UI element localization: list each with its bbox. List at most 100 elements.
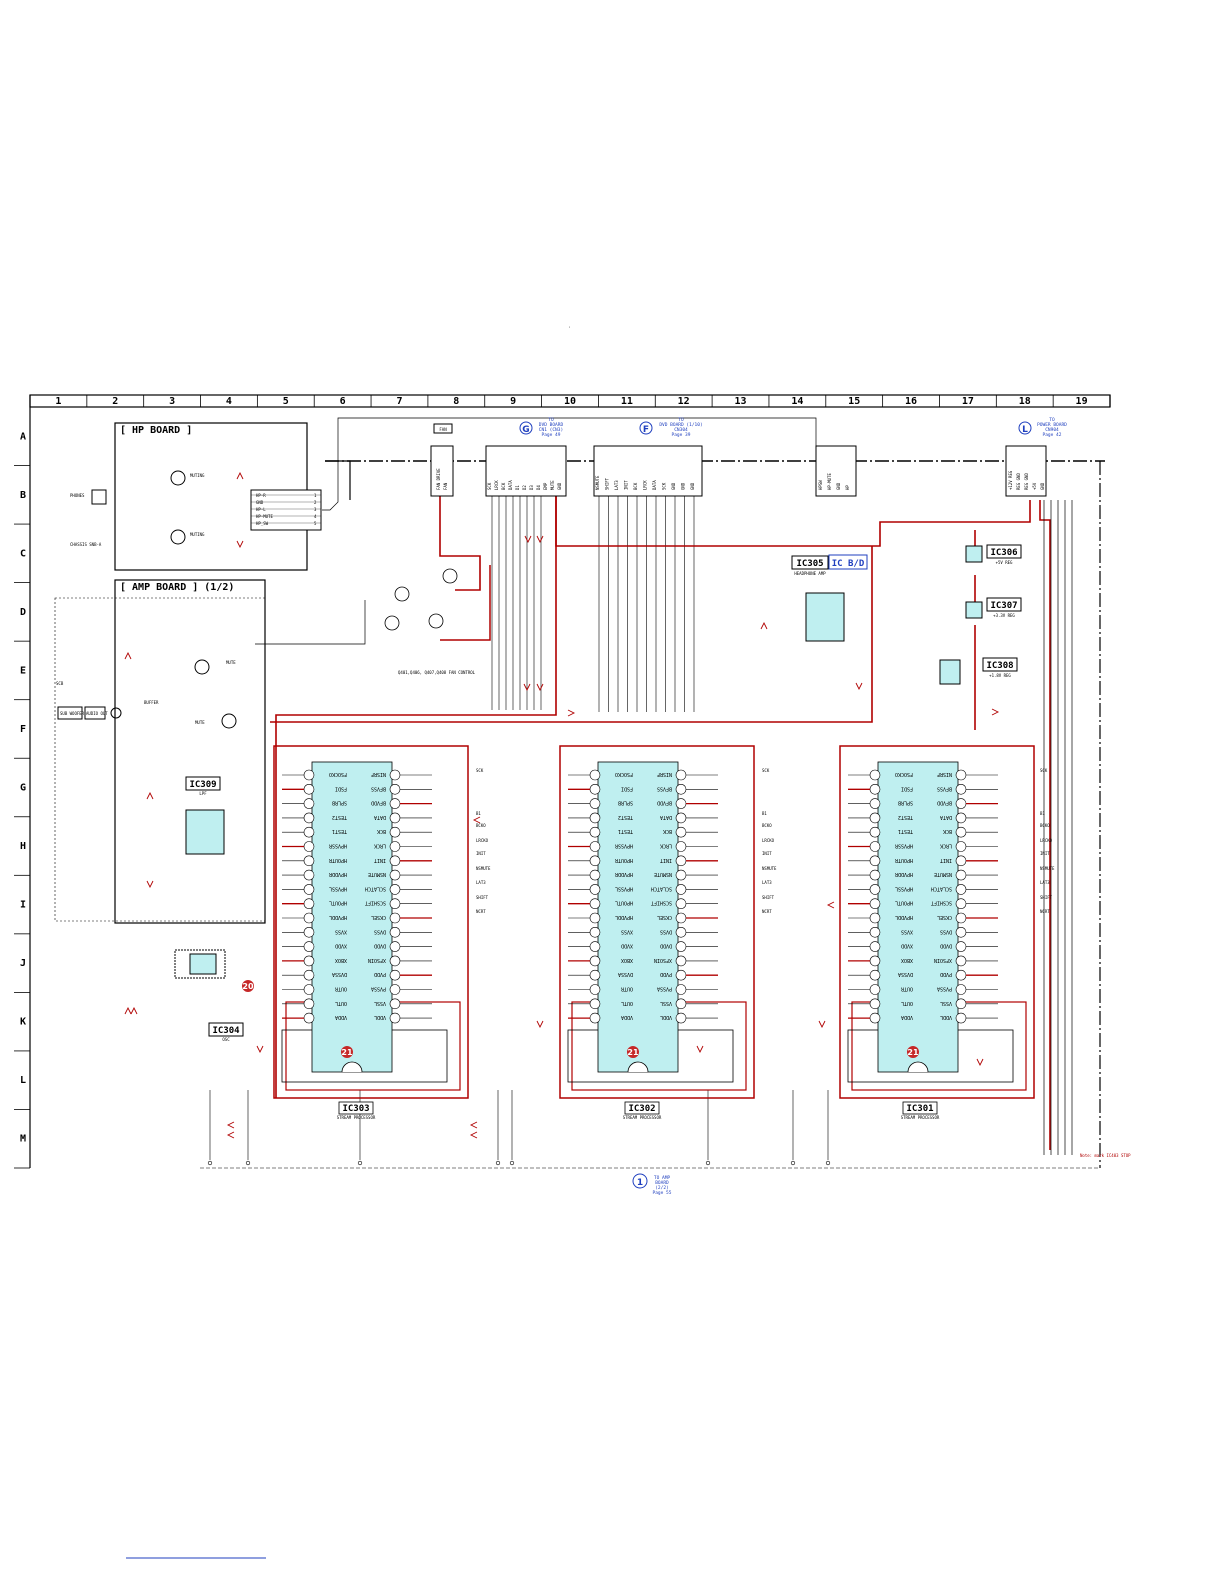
fan-control-wire bbox=[255, 600, 366, 645]
row-label: J bbox=[20, 958, 26, 969]
connector-text-line: CN304 bbox=[674, 427, 688, 433]
connector-pin-label: LRCK bbox=[494, 480, 499, 490]
column-label: 6 bbox=[340, 396, 346, 407]
connector-pin-label: SCK bbox=[487, 482, 492, 490]
ic301-signal-name: NSMUTE bbox=[1040, 866, 1055, 871]
connector-pin-label: +5V bbox=[1032, 482, 1037, 490]
connector-pin-label: SHIFT bbox=[605, 477, 610, 490]
ic307-body bbox=[965, 601, 983, 619]
ic-pin-label-right: BFVSS bbox=[371, 785, 386, 791]
mute-top-label: MUTE bbox=[226, 660, 236, 665]
column-label: 9 bbox=[510, 396, 516, 407]
ic-pin-label-right: BFVDD bbox=[937, 800, 952, 806]
connector-pin-label: DATA bbox=[508, 480, 513, 490]
transistor-icon bbox=[384, 615, 400, 631]
connector-pin-label: BCK bbox=[501, 482, 506, 490]
ic306-sub: +5V REG bbox=[996, 560, 1013, 565]
connector-text-line: Page 49 bbox=[542, 432, 561, 438]
row-label: A bbox=[20, 431, 26, 442]
connector-pin-label: DATA bbox=[652, 480, 657, 490]
ic-pin-label-left: SPLRB bbox=[898, 800, 913, 806]
ic303-signal-name: B1 bbox=[476, 811, 481, 816]
ic-pin-label-left: XVSS bbox=[335, 928, 347, 934]
footer-note: Note: mark IC403 STOP bbox=[1080, 1153, 1131, 1158]
ic-pin-label-right: INIT bbox=[374, 857, 386, 863]
ic-pin-label-left: OUTL bbox=[335, 1000, 347, 1006]
connector-pin-label: GND bbox=[836, 482, 841, 490]
ic309-sub: LPF bbox=[199, 791, 207, 796]
ic-pin-label-right: NSMUTE bbox=[934, 871, 952, 877]
ic-pin-label-left: XBOX bbox=[621, 957, 633, 963]
ic304-sub: OSC bbox=[222, 1037, 230, 1042]
ic-pin-label-right: LRCK bbox=[374, 843, 386, 849]
ic302-power-loop bbox=[559, 745, 755, 1099]
ic-pin-label-right: INIT bbox=[660, 857, 672, 863]
ic303-signal-name: INIT bbox=[476, 851, 486, 856]
ic-pin-label-right: BCK bbox=[377, 828, 386, 834]
ic-pin-label-right: VDDL bbox=[660, 1014, 672, 1020]
connector-text-line: DVD BOARD bbox=[539, 422, 564, 428]
ic-pin-label-left: DVSSA bbox=[618, 971, 633, 977]
ic305-tag: IC B/D bbox=[832, 559, 865, 569]
ic303-notch bbox=[341, 1061, 363, 1073]
ic-pin-label-right: XFSOIN bbox=[368, 957, 386, 963]
connector-text-line: BOARD bbox=[655, 1180, 669, 1186]
connector-pin-label: SCK bbox=[662, 482, 667, 490]
row-label: D bbox=[20, 607, 26, 618]
ic-pin-label-left: HPVSSR bbox=[614, 843, 633, 849]
ic-pin-label-left: VDDA bbox=[901, 1014, 913, 1020]
ic303-signal-name: NSMUTE bbox=[476, 866, 491, 871]
row-label: I bbox=[20, 900, 26, 911]
hp-pin-label: HP-MUTE bbox=[256, 514, 273, 519]
center-mark: ' bbox=[568, 326, 570, 331]
signal-arrow-icon bbox=[130, 1006, 138, 1015]
ic301-signal-name: LAT3 bbox=[1040, 880, 1050, 885]
connector-pin-label: GND bbox=[671, 482, 676, 490]
ic-pin-label-right: DVDD bbox=[660, 943, 672, 949]
ic-pin-label-left: HPVSSL bbox=[615, 885, 633, 891]
audio-out-jack-icon bbox=[110, 707, 122, 719]
hp-link-wire bbox=[322, 417, 817, 511]
signal-arrow-icon bbox=[696, 1045, 704, 1054]
row-label: E bbox=[20, 665, 26, 676]
ic-pin-label-left: HPOUTR bbox=[894, 857, 913, 863]
connector-g-letter: G bbox=[522, 425, 529, 435]
ic301-name: IC301 bbox=[906, 1104, 933, 1114]
signal-arrow-icon bbox=[536, 1020, 544, 1029]
ic-pin-label-left: FSDI bbox=[621, 785, 633, 791]
ic-pin-label-left: TEST1 bbox=[618, 828, 633, 834]
connector-text-line: TO bbox=[1049, 417, 1055, 423]
column-label: 19 bbox=[1076, 396, 1088, 407]
ic-pin-label-right: DVDD bbox=[940, 943, 952, 949]
ic-pin-label-left: HPOUTL bbox=[895, 900, 913, 906]
hp-pin-label: HP_SW bbox=[256, 521, 269, 526]
connector-text-line: Page 42 bbox=[1043, 432, 1062, 438]
audio-out-box bbox=[84, 706, 106, 720]
connector-pin-label: HP bbox=[845, 485, 850, 490]
ic-pin-label-right: SCLATCH bbox=[931, 885, 952, 891]
connector-pin-label: D4 bbox=[536, 485, 541, 490]
muting-transistor-bottom-icon bbox=[170, 529, 186, 545]
fan-control-note: Q401,Q406, Q407,Q408 FAN CONTROL bbox=[398, 670, 476, 675]
signal-arrow-icon bbox=[226, 1121, 235, 1129]
row-label: B bbox=[20, 490, 26, 501]
ic-pin-label-right: SCSHIFT bbox=[651, 900, 672, 906]
column-label: 7 bbox=[396, 396, 402, 407]
ic-pin-label-left: VDDA bbox=[621, 1014, 633, 1020]
row-label: G bbox=[20, 783, 26, 794]
connector-pin-label: HPSW bbox=[818, 480, 823, 490]
ic-pin-label-left: HPOUTR bbox=[614, 857, 633, 863]
ic302-package: FSOCKOFSDISPLRBTEST2TEST1HPVSSRHPOUTRHPV… bbox=[559, 745, 755, 1120]
ic-pin-label-right: NSMUTE bbox=[654, 871, 672, 877]
ic-pin-label-left: OUTR bbox=[620, 986, 633, 992]
connector-pin-label: INIT bbox=[624, 480, 629, 490]
mute-transistor-top-icon bbox=[194, 659, 210, 675]
connector-pin-label: GND bbox=[681, 482, 686, 490]
ic303-signal-name: LRCKO bbox=[476, 838, 489, 843]
signal-arrow-icon bbox=[256, 1045, 264, 1054]
